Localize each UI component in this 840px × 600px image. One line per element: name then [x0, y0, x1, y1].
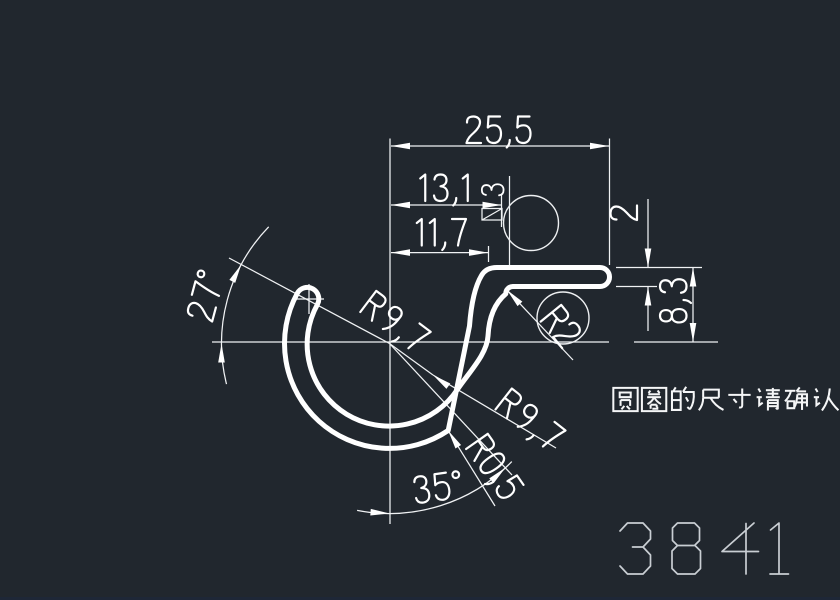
leader-r97-outer [432, 374, 557, 449]
dim-text-8-3 [658, 278, 693, 324]
hanzi-2 [640, 386, 668, 413]
arrowhead [391, 249, 410, 256]
hanzi-6 [756, 387, 780, 411]
arrowhead [489, 467, 506, 484]
arrowhead [391, 201, 410, 209]
profile-outline [282, 265, 612, 451]
arrowhead [391, 142, 410, 150]
arrowhead [689, 323, 697, 342]
arrowhead [644, 286, 652, 306]
hanzi-3 [670, 386, 695, 411]
dim-text-11-7 [415, 217, 468, 252]
arrowhead [370, 508, 390, 516]
arrowhead [469, 249, 488, 256]
arrowhead [507, 290, 523, 307]
hanzi-4 [698, 388, 724, 411]
annotation-circle-bottom [536, 291, 590, 345]
dim-text-2 [609, 204, 639, 222]
bottom-edge-band [0, 597, 840, 600]
dim-3-flag [481, 207, 503, 221]
dim-text-3 [480, 183, 505, 197]
hanzi-1 [612, 386, 639, 413]
annotation-circle-top [502, 194, 560, 252]
arrowhead [689, 267, 697, 287]
arrowhead [482, 201, 502, 209]
leader-r97-inner [389, 342, 434, 376]
arrowhead [644, 248, 652, 268]
hanzi-8 [813, 387, 840, 412]
hanzi-7 [784, 386, 808, 410]
part-number-digit-4 [769, 522, 790, 575]
angle-27-line [228, 257, 390, 345]
dim-text-r05 [464, 432, 525, 499]
arrowhead [590, 142, 609, 150]
angle-27-arc [220, 226, 270, 385]
note-text [612, 386, 840, 413]
arrowheads [218, 142, 697, 516]
dim-text-25-5 [465, 115, 532, 149]
dim-text-r97-outer [494, 387, 567, 448]
dim-text-35deg [413, 470, 461, 504]
part-number-digit-1 [619, 522, 652, 575]
dim-text-r97-inner [359, 289, 432, 350]
dim-text-27deg [186, 269, 221, 323]
hanzi-5 [728, 388, 751, 409]
dim-text-r2 [539, 303, 581, 350]
part-number-digit-2 [671, 522, 702, 575]
arrowhead [448, 430, 462, 449]
part-number [619, 522, 790, 575]
arrowhead [433, 375, 451, 389]
arrowhead [229, 264, 242, 283]
part-number-digit-3 [721, 522, 760, 575]
dim-text-13-1 [419, 173, 469, 207]
arrowhead [218, 343, 225, 363]
